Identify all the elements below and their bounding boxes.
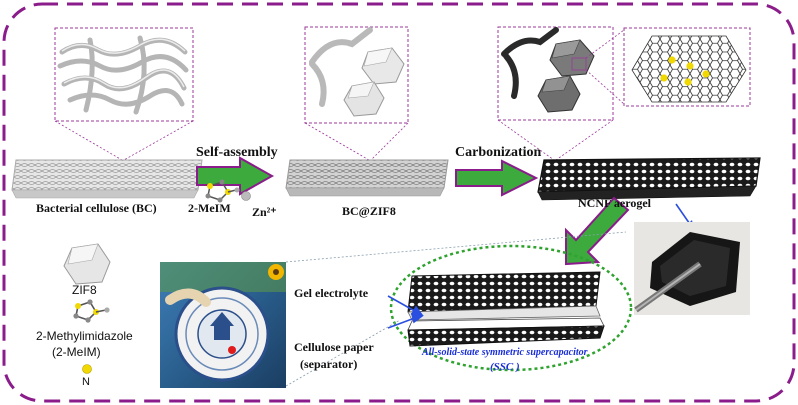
nitrogen-atom — [660, 74, 668, 82]
aerogel-photo — [634, 222, 750, 315]
melm-molecule-icon — [205, 179, 240, 203]
zn-label: Zn²⁺ — [252, 205, 277, 219]
bc-label: Bacterial cellulose (BC) — [36, 201, 157, 215]
device-photo — [160, 262, 286, 388]
bczif8-label: BC@ZIF8 — [342, 204, 396, 218]
ncnf-label: NCNF aerogel — [578, 196, 651, 210]
separator-label: (separator) — [300, 357, 358, 371]
ssc-abbrev-label: (SSC ) — [490, 361, 520, 373]
cellulose-paper-label: Cellulose paper — [294, 340, 374, 354]
assembly-arrow — [565, 196, 630, 266]
zif8-legend-icon — [63, 243, 111, 285]
methylimidazole-label: 2-Methylimidazole — [36, 329, 133, 343]
melm-legend-icon — [73, 299, 110, 323]
carbonization-arrow — [455, 159, 539, 197]
ssc-pointer-arrows — [387, 295, 424, 329]
zn-ion-icon — [241, 191, 251, 201]
bczif8-illustration — [309, 27, 405, 117]
bczif8-slab — [285, 159, 449, 189]
bc-slab — [11, 159, 203, 191]
zif8-label: ZIF8 — [72, 283, 97, 297]
carbonization-label: Carbonization — [455, 145, 542, 160]
ncnf-illustration — [501, 27, 595, 113]
melm-label: 2-MeIM — [188, 201, 231, 215]
ssc-title-label: All-solid-state symmetric supercapacitor — [422, 347, 588, 358]
nitrogen-legend-icon — [82, 364, 92, 374]
nitrogen-atom — [684, 78, 692, 86]
ssc-device — [407, 271, 605, 347]
n-label: N — [82, 376, 90, 388]
graphene-lattice-illustration — [631, 35, 747, 103]
nitrogen-atom — [702, 70, 710, 78]
ssc-ellipse — [389, 244, 633, 372]
self-assembly-arrow — [196, 156, 275, 196]
melm-paren-label: (2-MeIM) — [52, 345, 101, 359]
nitrogen-atom — [668, 56, 676, 64]
gel-electrolyte-label: Gel electrolyte — [294, 286, 369, 300]
nitrogen-atom — [686, 62, 694, 70]
self-assembly-label: Self-assembly — [196, 145, 278, 160]
